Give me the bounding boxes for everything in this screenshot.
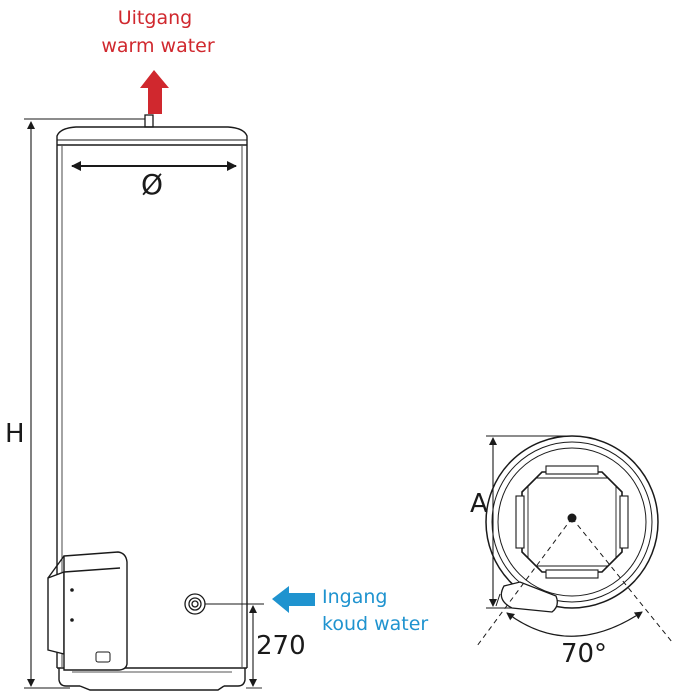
outlet-pipe <box>144 114 154 128</box>
cold-inlet-label: Ingang koud water <box>322 586 428 635</box>
hot-outlet-label: Uitgang warm water <box>101 7 215 57</box>
control-box <box>47 551 128 671</box>
angle-arc <box>506 611 643 637</box>
cold-inlet-label-line1: Ingang <box>322 586 387 608</box>
angle-label: 70° <box>561 639 607 669</box>
cold-inlet-fitting <box>184 593 206 615</box>
depth-label: A <box>470 489 488 519</box>
diameter-label: Ø <box>141 168 163 201</box>
inlet-height-label: 270 <box>256 631 306 661</box>
cold-water-arrow-icon <box>272 586 315 613</box>
hot-water-arrow-icon <box>140 70 169 114</box>
cold-inlet-label-line2: koud water <box>322 613 428 635</box>
hot-outlet-label-line1: Uitgang <box>118 7 192 29</box>
heater-top-view <box>485 435 659 613</box>
hot-outlet-label-line2: warm water <box>101 35 215 57</box>
heater-body <box>56 126 248 691</box>
height-label: H <box>5 419 25 449</box>
angle-guide-lines <box>476 517 673 647</box>
